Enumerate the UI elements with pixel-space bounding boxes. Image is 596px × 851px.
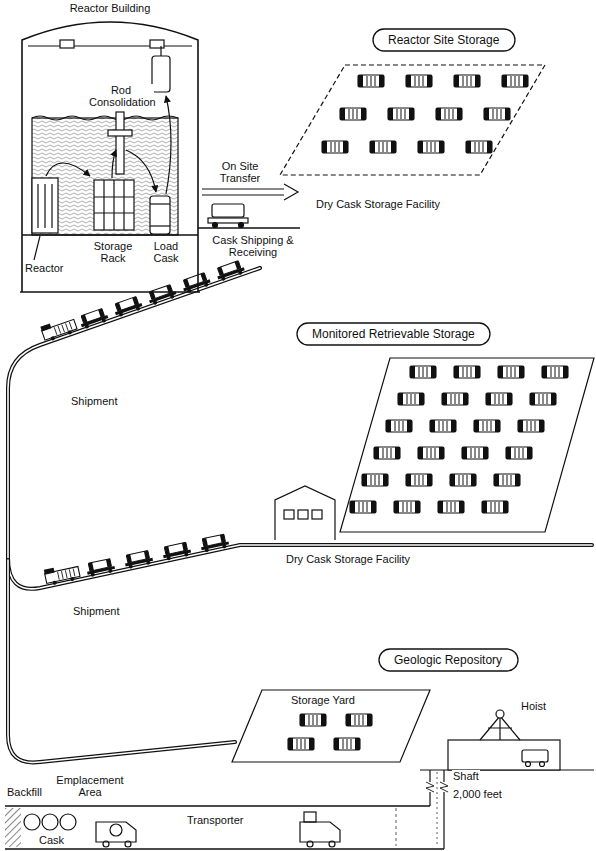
storage-cask — [518, 420, 544, 432]
label-storage-rack: Storage Rack — [86, 240, 140, 264]
label-shipping: Cask Shipping & Receiving — [204, 234, 302, 258]
storage-cask — [494, 474, 520, 486]
storage-cask — [362, 474, 388, 486]
locomotive — [44, 563, 81, 587]
label-shipment: Shipment — [70, 395, 118, 407]
label-cask: Cask — [38, 834, 65, 846]
storage-cask — [322, 141, 348, 153]
area-title-badge: Geologic Repository — [378, 648, 519, 672]
storage-cask — [438, 501, 464, 513]
label-shipment: Shipment — [72, 605, 120, 617]
storage-cask — [394, 501, 420, 513]
rail-car — [146, 284, 177, 306]
storage-cask — [350, 501, 376, 513]
storage-cask — [300, 714, 326, 726]
storage-cask — [486, 393, 512, 405]
locomotive — [40, 316, 78, 343]
storage-cask — [386, 420, 412, 432]
rail-car — [161, 542, 191, 562]
rail-car — [199, 534, 229, 554]
label-emplacement: Emplacement Area — [52, 774, 128, 798]
label-load-cask: Load Cask — [144, 240, 188, 264]
storage-cask — [398, 393, 424, 405]
storage-cask — [340, 108, 366, 120]
storage-cask — [406, 75, 432, 87]
storage-cask — [454, 366, 480, 378]
storage-cask — [530, 393, 556, 405]
storage-cask — [358, 75, 384, 87]
label-rod-consolidation: Rod Consolidation — [88, 84, 154, 108]
label-facility: Dry Cask Storage Facility — [315, 198, 441, 210]
badge-text: Reactor Site Storage — [388, 33, 499, 47]
storage-cask — [542, 366, 568, 378]
storage-cask — [484, 108, 510, 120]
label-transfer: On Site Transfer — [208, 160, 272, 184]
storage-cask — [410, 366, 436, 378]
storage-cask — [370, 141, 396, 153]
storage-cask — [498, 366, 524, 378]
rail-car — [78, 308, 109, 330]
rail-car — [112, 296, 143, 318]
rail-car — [181, 272, 212, 294]
building-heading: Reactor Building — [20, 2, 200, 15]
storage-cask — [466, 141, 492, 153]
storage-cask — [374, 447, 400, 459]
storage-cask — [474, 420, 500, 432]
label-transporter: Transporter — [186, 814, 244, 826]
rail-car — [215, 260, 246, 282]
storage-cask — [388, 108, 414, 120]
badge-text: Geologic Repository — [394, 653, 502, 667]
storage-cask — [288, 738, 314, 750]
label-hoist: Hoist — [520, 700, 547, 712]
label-backfill: Backfill — [6, 786, 43, 798]
label-facility: Dry Cask Storage Facility — [285, 553, 411, 565]
storage-cask — [442, 393, 468, 405]
storage-cask — [506, 447, 532, 459]
storage-cask — [346, 714, 372, 726]
storage-cask — [482, 501, 508, 513]
storage-cask — [418, 447, 444, 459]
label-shaft: Shaft — [452, 770, 480, 782]
rail-car — [123, 550, 153, 570]
storage-cask — [430, 420, 456, 432]
label-depth: 2,000 feet — [452, 788, 503, 800]
storage-cask — [450, 474, 476, 486]
storage-cask — [334, 738, 360, 750]
storage-cask — [454, 75, 480, 87]
badge-text: Monitored Retrievable Storage — [312, 327, 475, 341]
storage-cask — [418, 141, 444, 153]
storage-cask — [406, 474, 432, 486]
area-title-badge: Reactor Site Storage — [372, 28, 516, 52]
storage-cask — [462, 447, 488, 459]
label-storage-yard: Storage Yard — [290, 694, 356, 706]
storage-cask — [436, 108, 462, 120]
rail-car — [85, 558, 115, 578]
area-title-badge: Monitored Retrievable Storage — [296, 322, 491, 346]
label-reactor: Reactor — [24, 262, 65, 274]
storage-cask — [502, 75, 528, 87]
